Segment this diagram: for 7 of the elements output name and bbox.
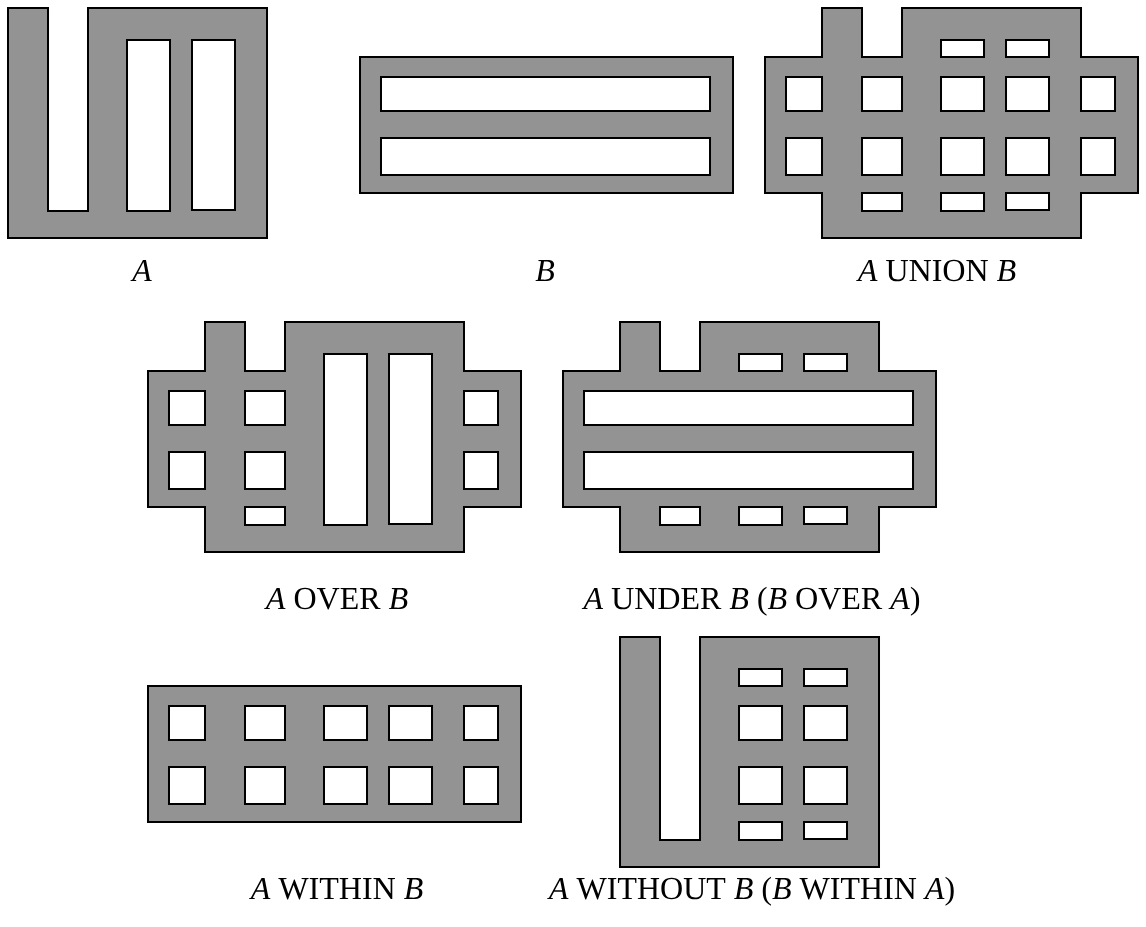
shape-caption: A UNION B <box>856 259 1016 282</box>
shape-caption: B <box>535 260 555 282</box>
shape-caption: A WITHIN B <box>249 877 423 900</box>
shape-caption: A UNDER B (B OVER A) <box>581 586 920 616</box>
shape-caption: A <box>130 259 152 281</box>
shape-caption: A OVER B <box>264 587 408 610</box>
shape-caption: A WITHOUT B (B WITHIN A) <box>547 876 954 906</box>
